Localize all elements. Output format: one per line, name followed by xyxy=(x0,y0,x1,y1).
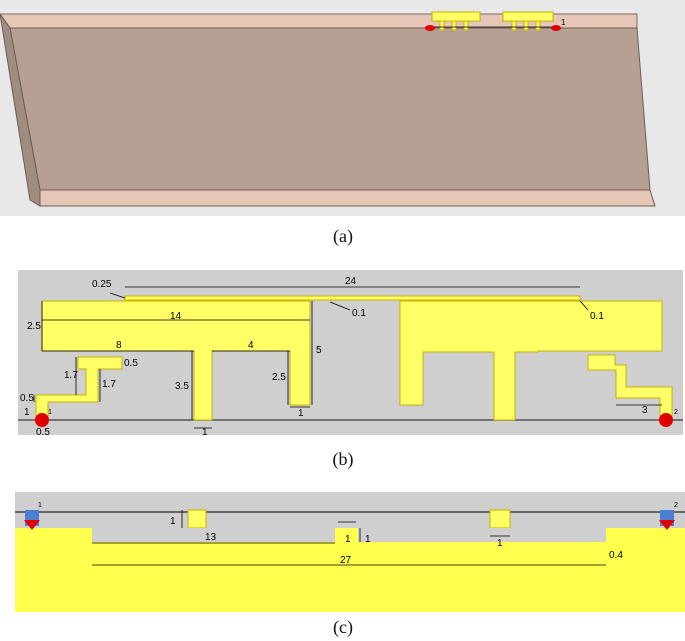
dim-0-5-step: 0.5 xyxy=(124,358,138,369)
dimension-lines-c xyxy=(92,510,606,566)
dim-14: 14 xyxy=(170,311,182,322)
dim-1-stub: 1 xyxy=(298,408,304,419)
port-1-marker-left xyxy=(425,25,435,31)
left-stub xyxy=(187,509,207,529)
port-1-marker xyxy=(35,413,49,427)
dim-1-mid: 1 xyxy=(202,427,208,435)
panel-a-3d-view: 1 xyxy=(0,0,685,216)
panel-b-background xyxy=(18,270,683,435)
dim-0-1-right: 0.1 xyxy=(590,311,604,322)
dim-1-port: 1 xyxy=(24,407,30,418)
port-label-c2: 2 xyxy=(674,502,678,509)
substrate-face xyxy=(9,27,651,191)
dim-4: 4 xyxy=(248,340,254,351)
dim-c-1-right: 1 xyxy=(365,534,371,545)
dim-8: 8 xyxy=(116,340,122,351)
port-1-block xyxy=(24,510,40,530)
caption-c: (c) xyxy=(333,617,353,637)
right-patch xyxy=(399,300,663,421)
panel-c-ground-plane-dimensions: 1 2 1 13 1 1 1 27 0.4 xyxy=(15,492,685,612)
dimension-lines xyxy=(33,286,662,429)
port-label-b2: 2 xyxy=(674,409,678,416)
slot-left xyxy=(92,528,335,542)
port-1-marker-right xyxy=(551,25,561,31)
dim-c-0-4: 0.4 xyxy=(609,550,623,561)
dim-0-25: 0.25 xyxy=(92,279,112,290)
dim-1-7-left: 1.7 xyxy=(64,370,78,381)
dim-3-5: 3.5 xyxy=(175,381,189,392)
dim-0-1-left: 0.1 xyxy=(352,308,366,319)
dim-1-7-right: 1.7 xyxy=(102,379,116,390)
panel-b-antenna-dimensions: 1 2 0.25 24 0.1 0.1 14 2.5 8 4 5 0.5 1.7… xyxy=(18,270,683,435)
dim-24: 24 xyxy=(345,276,357,287)
caption-a: (a) xyxy=(333,226,353,246)
port-2-block xyxy=(659,510,675,530)
antenna-top-view xyxy=(428,11,560,31)
port-label-a: 1 xyxy=(561,18,566,27)
slot-right xyxy=(358,528,606,542)
right-stub xyxy=(489,509,511,529)
substrate-bottom-edge xyxy=(39,189,656,207)
dim-3: 3 xyxy=(642,405,648,416)
dim-c-1-gap: 1 xyxy=(345,534,351,545)
dim-2-5-top: 2.5 xyxy=(27,321,41,332)
dim-0-5-bottom: 0.5 xyxy=(36,427,50,435)
dim-c-13: 13 xyxy=(205,532,217,543)
dim-c-1-stub: 1 xyxy=(497,538,503,549)
port-label-c1: 1 xyxy=(38,502,42,509)
dim-0-5-port: 0.5 xyxy=(20,393,34,404)
dim-c-1-left: 1 xyxy=(170,516,176,527)
dim-c-27: 27 xyxy=(340,555,352,566)
port-label-b1: 1 xyxy=(48,409,52,416)
port-2-marker xyxy=(659,413,673,427)
top-connecting-strip xyxy=(124,295,581,301)
caption-b: (b) xyxy=(332,449,354,469)
dim-5: 5 xyxy=(316,345,322,356)
dim-2-5-mid: 2.5 xyxy=(272,372,286,383)
